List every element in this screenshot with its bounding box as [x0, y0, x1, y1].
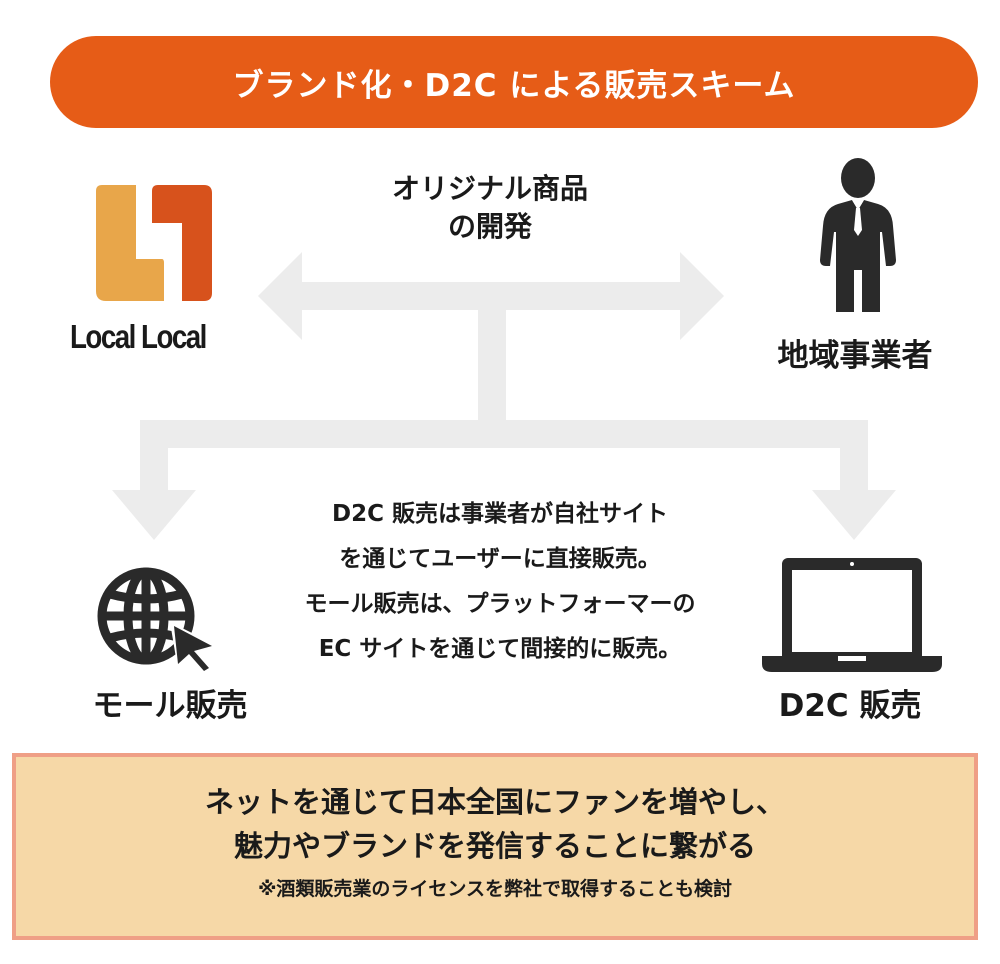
businessman-icon [820, 158, 896, 312]
explanation-line-2: を通じてユーザーに直接販売。 [339, 546, 661, 572]
logo-wordmark: Local Local [70, 318, 207, 355]
explanation-line-4: EC サイトを通じて間接的に販売。 [318, 636, 682, 662]
summary-line-1: ネットを通じて日本全国にファンを増やし、 [204, 785, 785, 819]
explanation-text: D2C 販売は事業者が自社サイト を通じてユーザーに直接販売。 モール販売は、プ… [230, 492, 770, 672]
arrow-vertical-trunk [478, 305, 506, 430]
mall-sales-label: モール販売 [92, 688, 248, 724]
local-local-logo-icon [96, 185, 212, 301]
original-product-development-label: オリジナル商品 の開発 [330, 170, 650, 246]
summary-box: ネットを通じて日本全国にファンを増やし、 魅力やブランドを発信することに繋がる … [12, 753, 978, 940]
arrow-left-down-head [112, 490, 196, 540]
summary-note: ※酒類販売業のライセンスを弊社で取得することも検討 [257, 878, 733, 900]
center-title-line-1: オリジナル商品 [391, 172, 588, 205]
arrow-left-drop [140, 430, 168, 492]
explanation-line-1: D2C 販売は事業者が自社サイト [332, 501, 668, 527]
arrow-right-down-head [812, 490, 896, 540]
d2c-sales-label: D2C 販売 [778, 688, 922, 724]
title-banner-text: ブランド化・D2C による販売スキーム [232, 67, 796, 104]
regional-business-label: 地域事業者 [777, 338, 933, 374]
globe-cursor-icon [97, 567, 218, 675]
explanation-line-3: モール販売は、プラットフォーマーの [304, 591, 696, 617]
title-banner: ブランド化・D2C による販売スキーム [50, 36, 978, 128]
summary-line-2: 魅力やブランドを発信することに繋がる [233, 829, 756, 863]
laptop-icon [762, 558, 942, 672]
arrow-right-drop [840, 430, 868, 492]
arrow-right-head [662, 252, 724, 340]
arrow-left-head [258, 252, 320, 340]
arrow-lower-bar [140, 420, 868, 448]
center-title-line-2: の開発 [447, 210, 532, 243]
